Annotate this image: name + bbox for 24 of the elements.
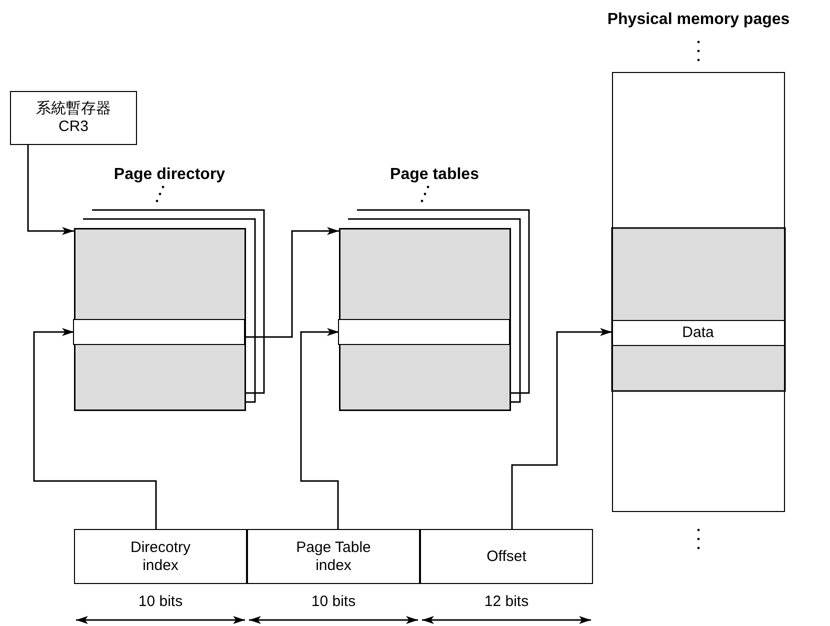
bit-width-label: 12 bits xyxy=(484,593,529,610)
bit-width-label: 10 bits xyxy=(138,593,183,610)
arrow xyxy=(27,145,74,235)
arrow xyxy=(246,227,339,338)
bit-width-label: 10 bits xyxy=(311,593,356,610)
register-label: 系統暫存器 xyxy=(36,100,111,118)
table-entry-row xyxy=(338,318,510,344)
field-label: Data xyxy=(682,324,714,342)
table-entry-row xyxy=(72,318,244,344)
arrow xyxy=(511,328,612,529)
table-heading: Page directory xyxy=(114,166,226,184)
register-label: CR3 xyxy=(58,118,88,136)
address-field-box xyxy=(420,529,593,584)
field-label: Direcotry index xyxy=(129,538,192,574)
register-box xyxy=(10,91,137,145)
address-field-box xyxy=(247,529,420,584)
arrow xyxy=(300,328,339,529)
data-row xyxy=(612,320,784,346)
field-label: Page Table index xyxy=(295,538,372,574)
field-label: Offset xyxy=(486,548,526,566)
table-heading: Physical memory pages xyxy=(607,11,790,29)
table-heading: Page tables xyxy=(390,166,479,184)
arrow xyxy=(33,328,157,529)
address-field-box xyxy=(74,529,247,584)
